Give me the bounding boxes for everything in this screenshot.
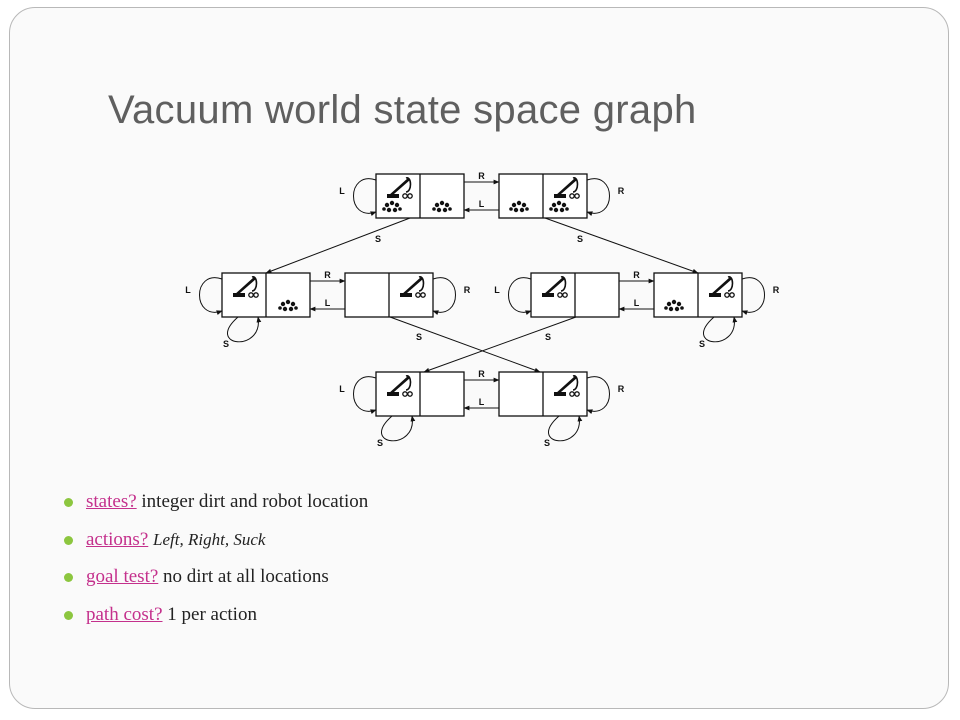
action-label: R	[478, 171, 485, 181]
bullet-list: states? integer dirt and robot location …	[64, 492, 368, 642]
transition-loop	[741, 277, 765, 315]
action-label: S	[544, 438, 550, 448]
actions-link[interactable]: actions?	[86, 528, 149, 550]
action-label: S	[416, 332, 422, 342]
action-label: S	[545, 332, 551, 342]
action-label: L	[479, 199, 485, 209]
action-label: L	[339, 384, 345, 394]
action-label: R	[633, 270, 640, 280]
bullet-path-cost: path cost? 1 per action	[64, 603, 368, 625]
path-cost-text: 1 per action	[162, 603, 257, 625]
action-label: R	[464, 285, 471, 295]
transition-arrow	[265, 217, 411, 274]
path-cost-link[interactable]: path cost?	[86, 603, 163, 625]
transition-arrow	[389, 316, 541, 373]
action-label: R	[324, 270, 331, 280]
bullet-dot-icon	[64, 610, 73, 620]
bullet-states: states? integer dirt and robot location	[64, 492, 368, 512]
action-label: L	[479, 397, 485, 407]
action-left: Left	[153, 529, 180, 549]
transition-loop	[227, 316, 262, 343]
action-label: S	[223, 339, 229, 349]
action-label: L	[325, 298, 331, 308]
goal-test-text: no dirt at all locations	[158, 566, 329, 587]
transition-loop	[586, 376, 610, 414]
transition-loop	[508, 277, 532, 315]
action-label: L	[634, 298, 640, 308]
bullet-actions: actions? Left, Right, Suck	[64, 528, 368, 550]
action-right: Right	[187, 529, 225, 549]
transition-loop	[353, 178, 377, 216]
action-label: R	[618, 384, 625, 394]
action-sep-2: ,	[224, 529, 234, 549]
goal-test-link[interactable]: goal test?	[86, 566, 159, 587]
bullet-dot-icon	[64, 498, 73, 507]
action-label: R	[618, 186, 625, 196]
transition-loop	[586, 178, 610, 216]
transition-loop	[353, 376, 377, 414]
bullet-dot-icon	[64, 573, 73, 582]
states-link[interactable]: states?	[86, 491, 137, 512]
transition-arrow	[423, 316, 577, 373]
states-text: integer dirt and robot location	[136, 491, 369, 512]
bullet-dot-icon	[64, 535, 73, 545]
action-label: L	[339, 186, 345, 196]
transition-loop	[199, 277, 223, 315]
slide-frame	[9, 7, 949, 709]
action-label: S	[699, 339, 705, 349]
bullet-goal-test: goal test? no dirt at all locations	[64, 567, 368, 587]
action-label: L	[494, 285, 500, 295]
transition-loop	[432, 277, 456, 315]
action-sep-1: ,	[179, 529, 188, 549]
action-label: S	[375, 234, 381, 244]
action-label: R	[773, 285, 780, 295]
action-label: L	[185, 285, 191, 295]
transition-loop	[548, 415, 583, 442]
action-label: R	[478, 369, 485, 379]
action-label: S	[377, 438, 383, 448]
slide-title: Vacuum world state space graph	[108, 88, 697, 132]
action-suck: Suck	[233, 529, 266, 549]
action-label: S	[577, 234, 583, 244]
transition-loop	[381, 415, 416, 442]
transition-loop	[703, 316, 738, 343]
transition-arrow	[544, 217, 699, 274]
